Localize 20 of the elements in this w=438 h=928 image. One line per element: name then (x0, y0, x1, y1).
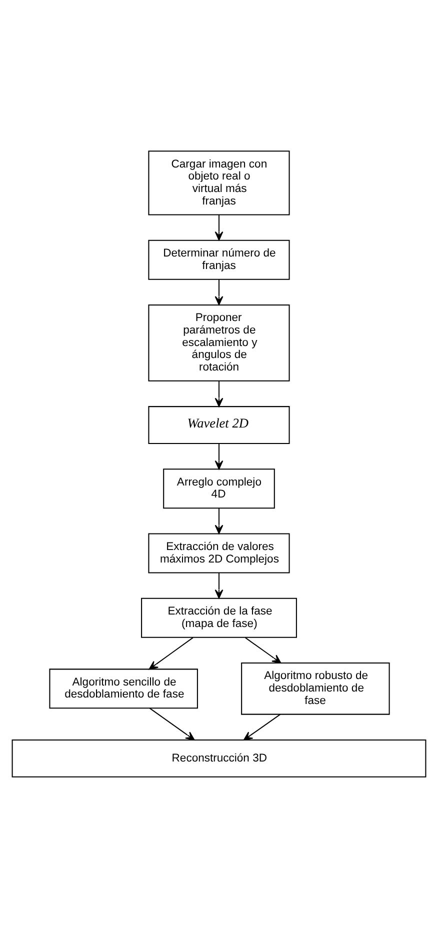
node-box: Extracción de la fase (mapa de fase) (141, 598, 297, 638)
arrow (148, 637, 194, 670)
arrow (214, 444, 224, 470)
arrow (149, 708, 195, 740)
node-box: Extracción de valores máximos 2D Complejos (148, 533, 290, 574)
arrow (243, 714, 281, 740)
node-box: Proponer parámetros de escalamiento y ángulos de rotación (148, 304, 290, 382)
node-box: Wavelet 2D (148, 406, 290, 444)
node-box: Algoritmo sencillo de desdoblamiento de fase (49, 668, 198, 709)
node-box: Cargar imagen con objeto real o virtual más franjas (148, 150, 290, 216)
arrow (214, 214, 224, 241)
arrow (245, 637, 282, 664)
node-box: Determinar número de franjas (148, 240, 290, 280)
arrow (214, 508, 224, 534)
arrow (214, 280, 224, 306)
node-box: Arreglo complejo 4D (163, 468, 275, 509)
arrow (214, 381, 224, 407)
node-box: Algoritmo robusto de desdoblamiento de fase (241, 662, 390, 715)
arrow (214, 573, 224, 599)
node-box: Reconstrucción 3D (12, 739, 426, 778)
